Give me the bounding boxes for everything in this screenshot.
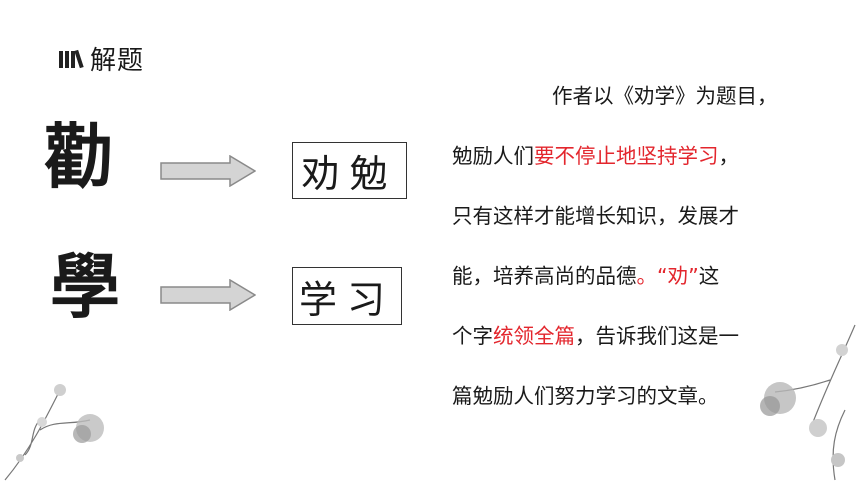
section-heading: 解题: [58, 40, 144, 77]
arrow-right-icon: [160, 155, 256, 187]
para-line: 勉励人们要不停止地坚持学习，: [452, 126, 820, 186]
highlight-text: 。“劝”: [636, 264, 699, 288]
explanation-paragraph: 作者以《劝学》为题目， 勉励人们要不停止地坚持学习， 只有这样才能增长知识，发展…: [452, 66, 820, 426]
para-text: ，: [718, 144, 740, 168]
modern-char-text: 劝勉: [301, 152, 398, 196]
arrow-right-icon: [160, 279, 256, 311]
modern-char-text: 学习: [298, 277, 395, 322]
highlight-text: 统领全篇: [493, 324, 575, 348]
floral-decoration-icon: [4, 384, 104, 481]
para-line: 作者以《劝学》为题目，: [552, 84, 778, 108]
highlight-text: 要不停止地坚持学习: [534, 144, 719, 168]
floral-decoration-icon: [760, 324, 856, 481]
para-text: 能，培养高尚的品德: [452, 264, 637, 288]
para-text: 这: [698, 264, 720, 288]
seal-script-xue: 學: [50, 245, 120, 328]
para-line: 能，培养高尚的品德。“劝”这: [452, 246, 820, 306]
para-text: 勉励人们: [452, 144, 534, 168]
seal-script-quan: 勸: [44, 115, 114, 198]
books-icon: [59, 49, 84, 68]
para-text: ，告诉我们这是一: [575, 324, 739, 348]
modern-char-box-xuexi: 学习: [292, 267, 402, 325]
para-line: 个字统领全篇，告诉我们这是一: [452, 306, 820, 366]
para-text: 个字: [452, 324, 493, 348]
para-line: 只有这样才能增长知识，发展才: [452, 204, 739, 228]
para-line: 篇勉励人们努力学习的文章。: [452, 384, 719, 408]
heading-title: 解题: [90, 46, 145, 76]
modern-char-box-quanmian: 劝勉: [292, 142, 407, 199]
